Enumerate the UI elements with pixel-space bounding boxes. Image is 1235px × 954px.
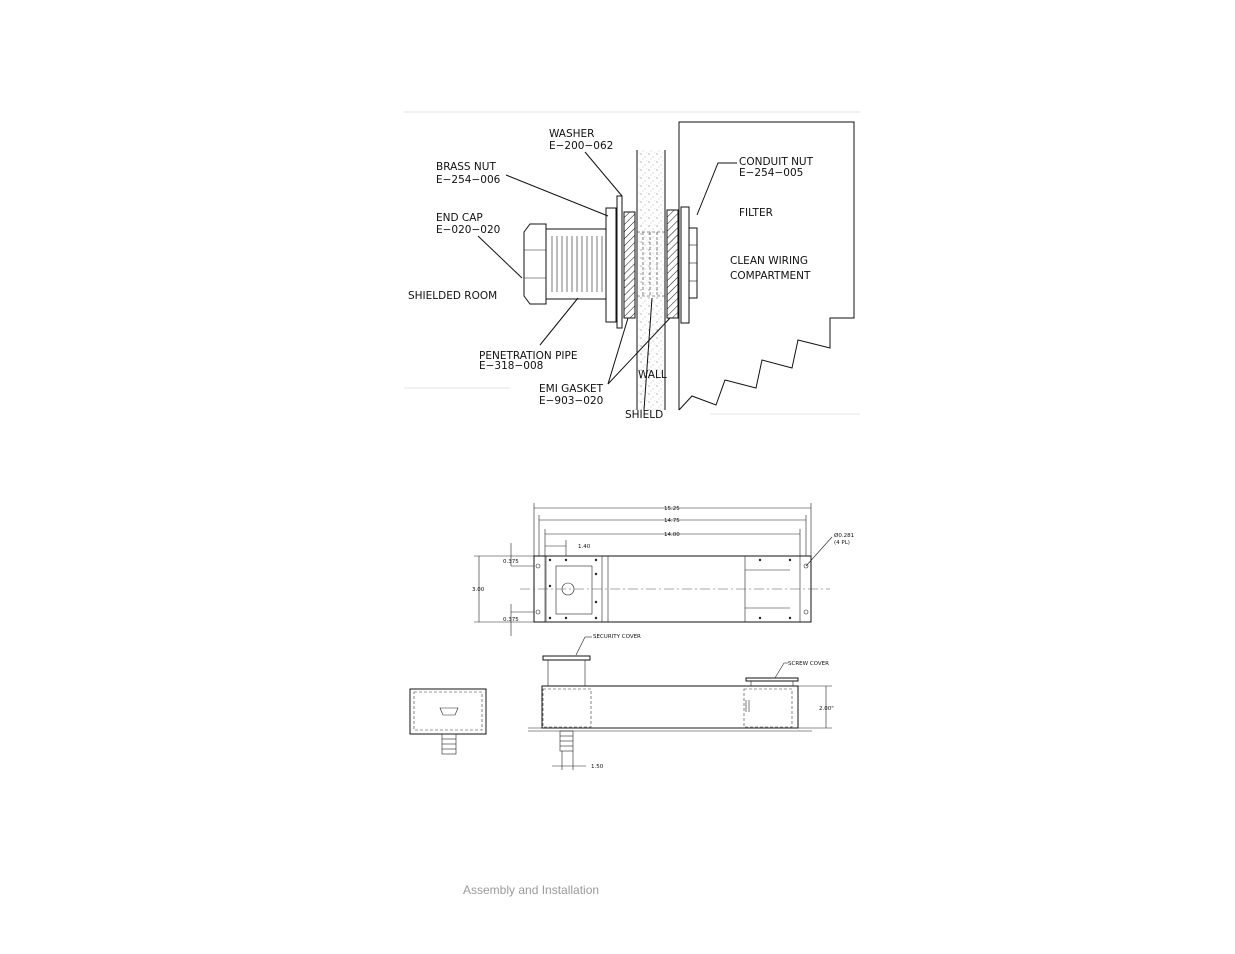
- bolt-hole: [564, 558, 568, 562]
- conduit-nut-part-number: E−254−005: [739, 167, 803, 179]
- end-cap: [523, 223, 547, 305]
- brass-nut-label: BRASS NUT: [436, 161, 496, 173]
- penetration-assembly-diagram: WASHER E−200−062 BRASS NUT E−254−006 END…: [404, 111, 860, 421]
- bolt-hole: [548, 584, 552, 588]
- emi-gasket-part-number: E−903−020: [539, 395, 603, 407]
- conduit-nut: [680, 206, 698, 324]
- bolt-hole: [758, 558, 762, 562]
- emi-gasket-left: [623, 211, 636, 319]
- bolt-hole: [594, 600, 598, 604]
- dim-offset: 1.40: [578, 544, 591, 550]
- dimension-lines: [474, 503, 833, 636]
- side-view: [528, 636, 832, 770]
- page-caption: Assembly and Installation: [463, 883, 600, 897]
- bolt-hole: [788, 558, 792, 562]
- pipe-in-wall: [637, 231, 665, 297]
- dim-inner-width: 14.00: [664, 532, 680, 538]
- brass-nut-part-number: E−254−006: [436, 174, 501, 186]
- conduit-nut-label: CONDUIT NUT: [739, 156, 814, 168]
- bolt-hole: [548, 616, 552, 620]
- brass-nut: [605, 207, 617, 323]
- bolt-hole: [548, 558, 552, 562]
- shielded-room-label: SHIELDED ROOM: [408, 290, 497, 302]
- bolt-hole: [594, 558, 598, 562]
- end-cap-part-number: E−020−020: [436, 224, 500, 236]
- washer: [616, 195, 623, 329]
- washer-label: WASHER: [549, 128, 594, 140]
- screw-cover-callout: SCREW COVER: [788, 661, 829, 667]
- dim-hole-quantity: (4 PL): [834, 540, 850, 546]
- filter-enclosure: [678, 121, 855, 411]
- bolt-hole: [758, 616, 762, 620]
- dim-mid-width: 14.75: [664, 518, 680, 524]
- penetration-pipe-label: PENETRATION PIPE: [479, 350, 577, 362]
- dim-pipe: 1.50: [591, 764, 604, 770]
- washer-part-number: E−200−062: [549, 140, 613, 152]
- dim-overall-width: 15.25: [664, 506, 680, 512]
- wall-label: WALL: [638, 369, 667, 381]
- penetration-pipe: [545, 228, 607, 300]
- clean-wiring-label-line2: COMPARTMENT: [730, 270, 811, 282]
- dim-height: 3.00: [472, 587, 485, 593]
- bolt-hole: [788, 616, 792, 620]
- dim-hole-diameter: Ø0.281: [834, 532, 854, 539]
- shield-label: SHIELD: [625, 409, 663, 421]
- bolt-hole: [594, 572, 598, 576]
- penetration-pipe-part-number: E−318−008: [479, 360, 543, 372]
- end-view: [409, 688, 487, 755]
- end-cap-label: END CAP: [436, 212, 483, 224]
- emi-gasket-right: [666, 209, 679, 319]
- dim-top-gap: 0.375: [503, 559, 519, 565]
- filter-label: FILTER: [739, 207, 773, 219]
- dim-depth: 2.00": [819, 706, 834, 712]
- security-cover-callout: SECURITY COVER: [593, 634, 641, 640]
- top-view: [520, 555, 830, 623]
- wall-section: [636, 150, 666, 410]
- clean-wiring-label-line1: CLEAN WIRING: [730, 255, 808, 267]
- emi-gasket-label: EMI GASKET: [539, 383, 604, 395]
- dim-bottom-gap: 0.375: [503, 617, 519, 623]
- leader-lines: [477, 151, 737, 411]
- filter-box-dimension-drawing: 15.25 14.75 14.00 1.40 3.00 0.375 0.375 …: [409, 503, 854, 770]
- bolt-hole: [564, 616, 568, 620]
- bolt-hole: [594, 616, 598, 620]
